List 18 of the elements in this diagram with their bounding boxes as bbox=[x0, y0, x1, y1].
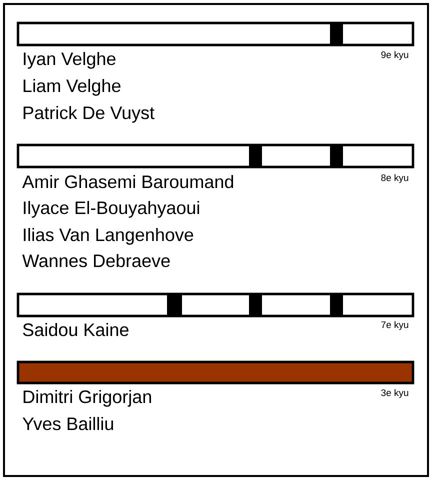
person-name: Yves Bailliu bbox=[22, 416, 114, 430]
person-name: Iyan Velghe bbox=[24, 52, 116, 69]
person-name: Ilias Van Langenhove bbox=[24, 228, 194, 245]
belt-bar bbox=[16, 292, 414, 318]
belt-bar bbox=[16, 360, 414, 384]
grade-label: 3e kyu bbox=[381, 389, 408, 398]
belt-bar bbox=[16, 22, 414, 46]
person-name: Liam Velghe bbox=[24, 78, 120, 96]
grade-label: 9e kyu bbox=[381, 51, 408, 60]
person-name: Wannes Debraeve bbox=[22, 254, 170, 268]
person-name: Dimitri Grigorjan bbox=[24, 390, 151, 407]
person-name: Saidou Kaine bbox=[23, 322, 128, 336]
belt-bar bbox=[16, 144, 414, 168]
person-name: Amir Ghasemi Baroumand bbox=[22, 174, 234, 188]
person-name: Ilyace El-Bouyahyaoui bbox=[24, 200, 200, 218]
grade-label: 8e kyu bbox=[381, 174, 408, 183]
person-name: Patrick De Vuyst bbox=[24, 106, 154, 123]
grade-label: 7e kyu bbox=[381, 321, 408, 330]
